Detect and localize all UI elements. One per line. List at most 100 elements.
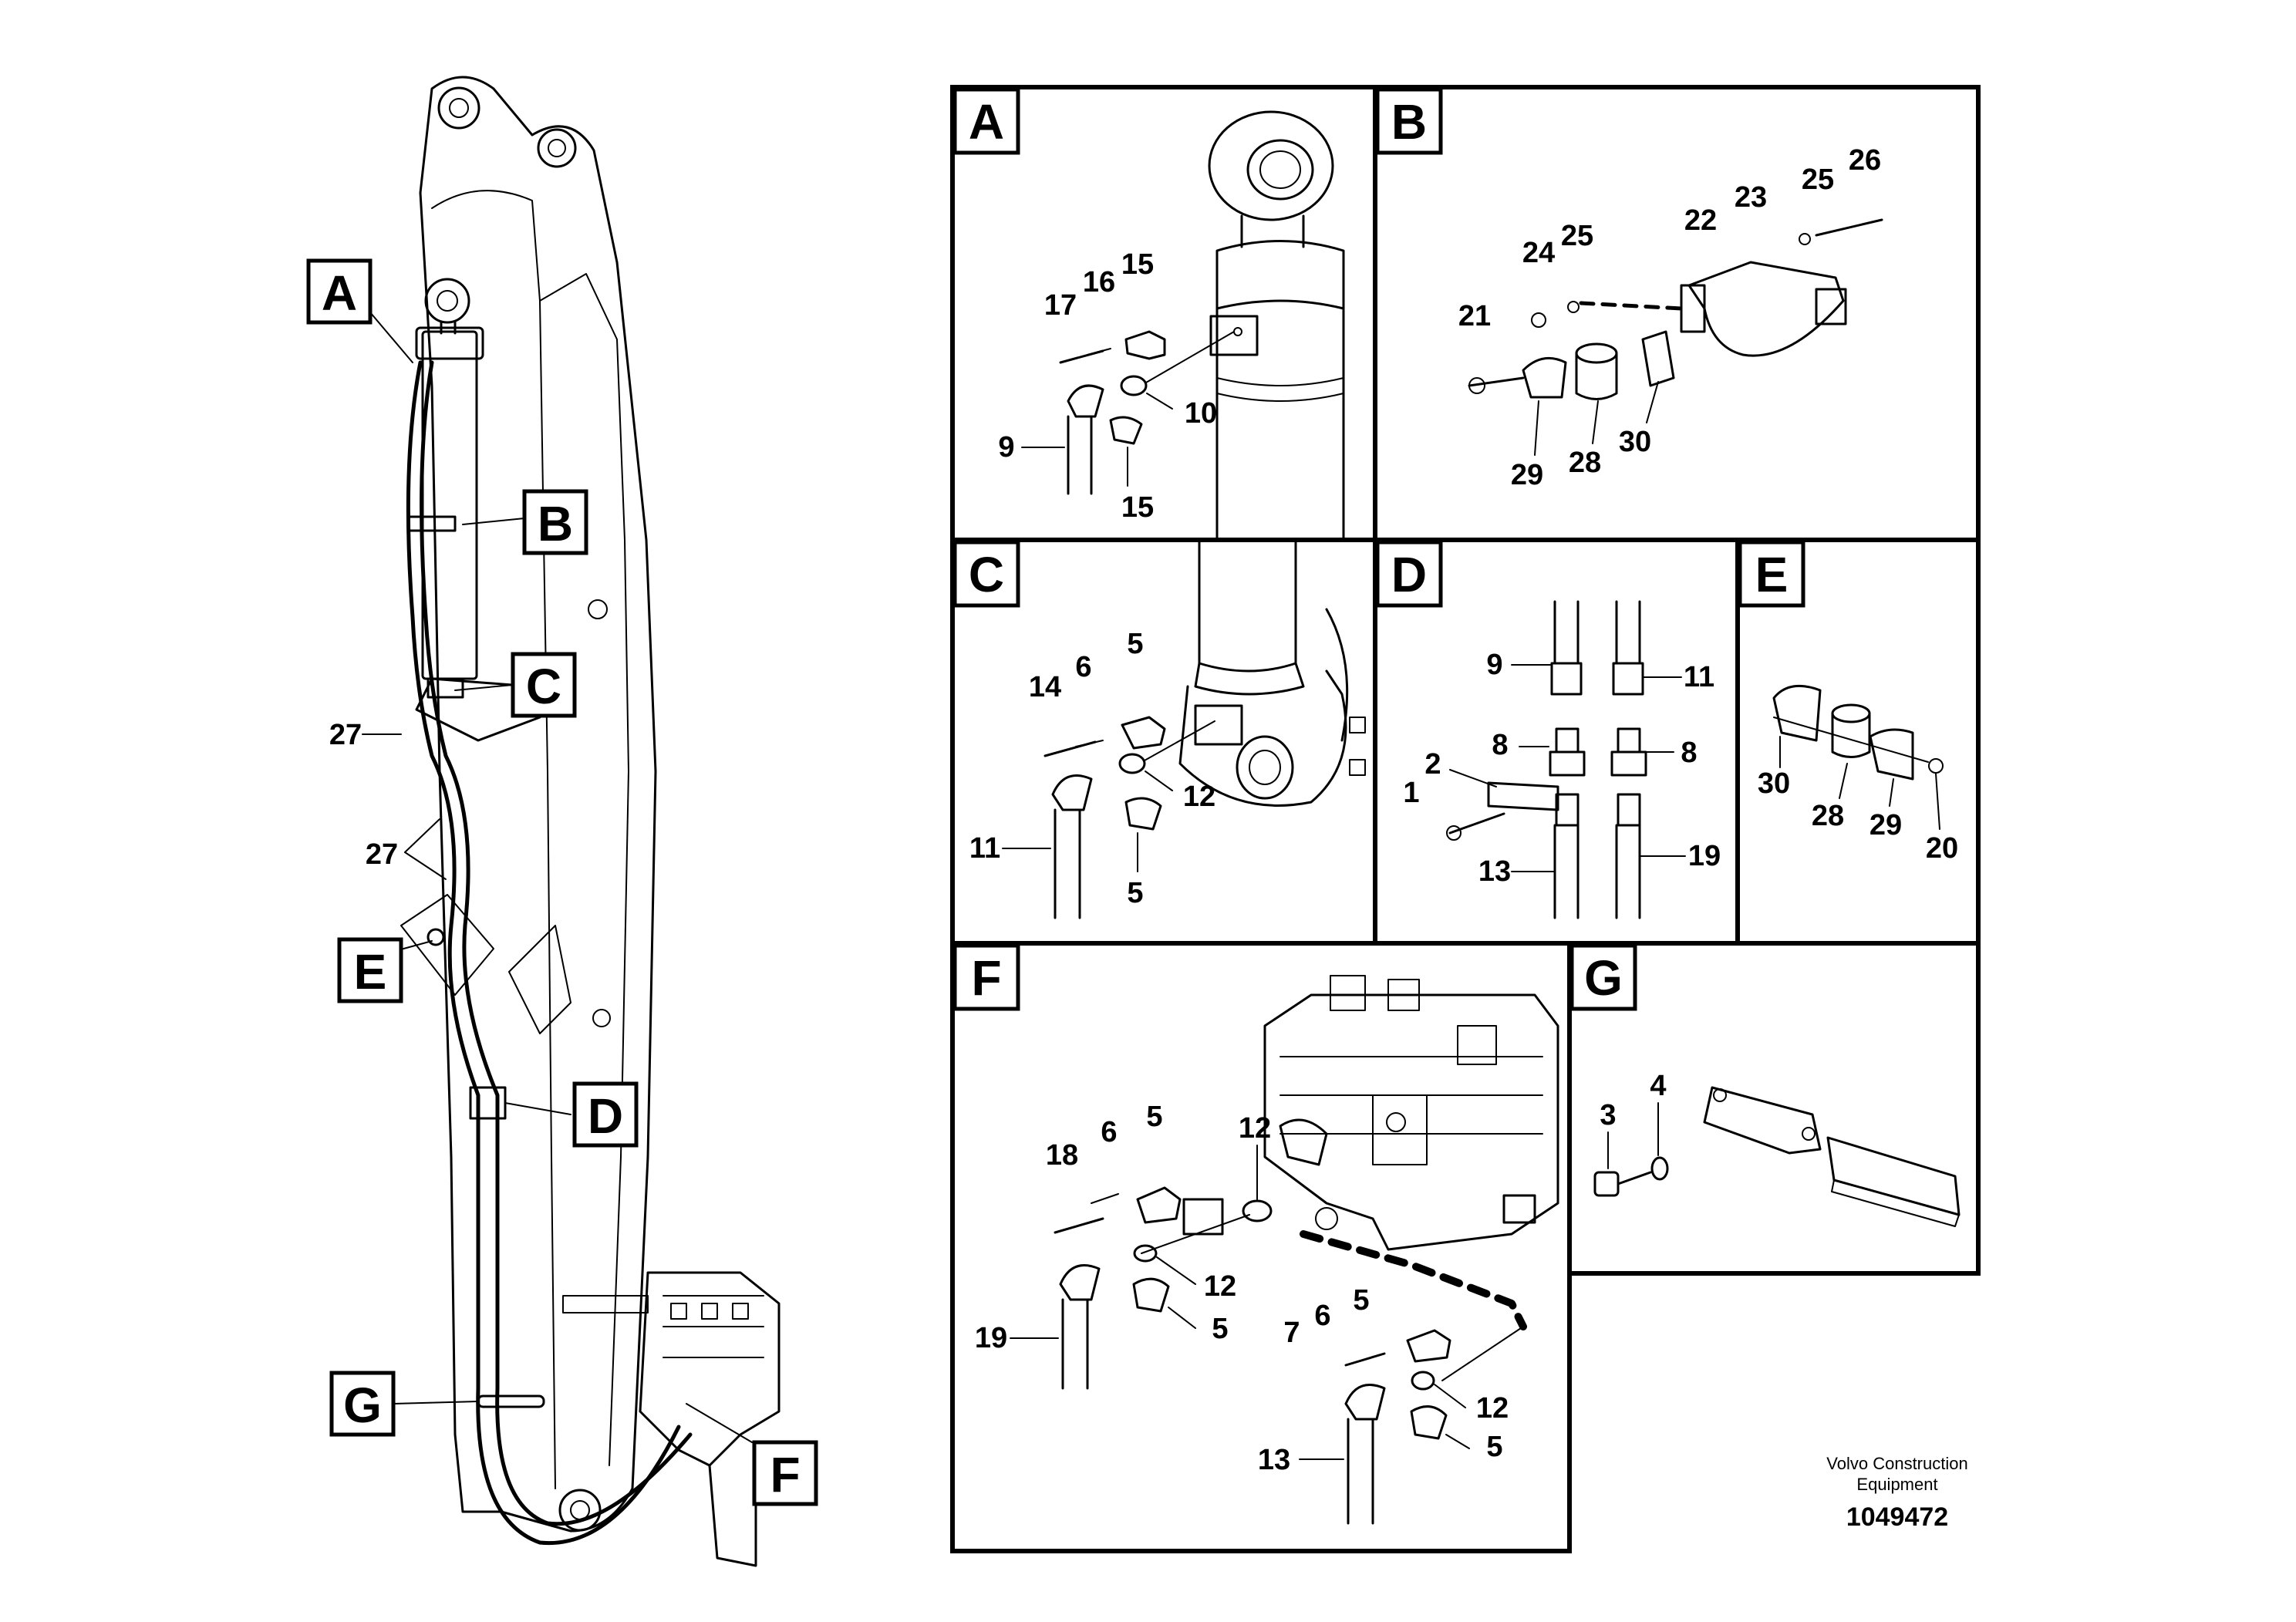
svg-text:15: 15 (1121, 491, 1154, 524)
svg-text:D: D (588, 1088, 623, 1144)
callout-d: D (572, 1081, 639, 1148)
svg-text:29: 29 (1511, 459, 1543, 491)
boom-body (419, 76, 657, 1533)
svg-text:7: 7 (1283, 1317, 1300, 1349)
svg-text:5: 5 (1212, 1313, 1228, 1345)
svg-text:10: 10 (1185, 397, 1217, 430)
svg-text:5: 5 (1146, 1101, 1162, 1133)
svg-text:3: 3 (1600, 1099, 1616, 1131)
svg-text:28: 28 (1569, 447, 1601, 479)
cylinder-head (415, 326, 484, 360)
svg-text:14: 14 (1029, 671, 1061, 703)
svg-text:22: 22 (1684, 204, 1717, 237)
svg-text:12: 12 (1183, 781, 1215, 813)
callout-e: E (337, 937, 403, 1003)
svg-text:23: 23 (1735, 181, 1767, 214)
label-27-top: 27 (329, 719, 362, 751)
svg-text:17: 17 (1044, 289, 1077, 322)
svg-text:20: 20 (1926, 832, 1958, 865)
callout-c: C (511, 652, 577, 718)
svg-text:21: 21 (1458, 300, 1491, 332)
svg-text:12: 12 (1239, 1112, 1271, 1145)
svg-text:5: 5 (1486, 1431, 1502, 1463)
svg-text:6: 6 (1075, 651, 1091, 683)
svg-text:G: G (343, 1378, 382, 1433)
callout-f: F (752, 1440, 818, 1506)
svg-text:E: E (1755, 547, 1789, 602)
svg-text:9: 9 (998, 431, 1014, 464)
svg-text:A: A (322, 265, 357, 321)
svg-text:E: E (354, 944, 387, 1000)
detail-frame (950, 85, 1981, 1553)
svg-text:5: 5 (1353, 1284, 1369, 1317)
svg-text:13: 13 (1478, 855, 1511, 888)
svg-text:D: D (1391, 547, 1427, 602)
callout-b: B (522, 489, 588, 555)
panel-d: D 9 11 8 8 2 1 13 19 (1375, 540, 1721, 919)
svg-text:8: 8 (1681, 737, 1697, 769)
panel-g: G 3 4 (1569, 943, 1961, 1227)
svg-text:12: 12 (1476, 1392, 1509, 1425)
callout-g: G (329, 1371, 396, 1437)
hose-left (406, 360, 681, 1546)
svg-text:4: 4 (1650, 1070, 1666, 1102)
boom-foot-pin (558, 1489, 602, 1532)
label-27-pair: 27 (366, 838, 398, 871)
panel-c: C 14 6 5 12 11 5 (952, 540, 1366, 919)
boom-overview: A B C E D G F 27 27 (306, 76, 818, 1567)
svg-text:C: C (526, 659, 561, 714)
boom-top-web (431, 190, 541, 302)
svg-text:25: 25 (1802, 164, 1834, 196)
svg-text:6: 6 (1101, 1116, 1117, 1148)
svg-text:28: 28 (1812, 800, 1844, 832)
svg-text:12: 12 (1204, 1270, 1236, 1303)
boom-pin-right (537, 128, 577, 168)
control-valve (639, 1271, 781, 1467)
svg-text:29: 29 (1870, 809, 1902, 841)
svg-text:19: 19 (1688, 840, 1721, 872)
svg-text:25: 25 (1561, 220, 1593, 252)
svg-text:B: B (538, 496, 573, 551)
company-name-line2: Equipment (1856, 1475, 1937, 1494)
svg-text:8: 8 (1492, 729, 1508, 761)
svg-text:1: 1 (1403, 777, 1419, 809)
svg-text:26: 26 (1849, 144, 1881, 177)
svg-text:24: 24 (1522, 237, 1555, 269)
svg-text:5: 5 (1127, 628, 1143, 660)
svg-text:F: F (971, 950, 1001, 1006)
svg-text:F: F (770, 1447, 800, 1502)
svg-text:2: 2 (1424, 748, 1441, 781)
svg-text:B: B (1391, 94, 1427, 150)
svg-text:C: C (969, 547, 1004, 602)
boom-center-line (539, 300, 556, 1489)
pin-g (477, 1394, 545, 1408)
drawing-number: 1049472 (1846, 1502, 1948, 1532)
svg-text:11: 11 (969, 832, 1000, 865)
hose-right (420, 360, 693, 1526)
footer: Volvo Construction Equipment 1049472 (1826, 1454, 1967, 1532)
panel-a: A 17 16 15 10 9 15 (952, 87, 1345, 541)
company-name-line1: Volvo Construction (1826, 1454, 1967, 1473)
panel-f: F 18 6 5 12 12 (952, 943, 1559, 1525)
svg-text:18: 18 (1046, 1139, 1078, 1172)
svg-text:15: 15 (1121, 248, 1154, 281)
svg-text:9: 9 (1486, 649, 1502, 681)
svg-text:30: 30 (1758, 767, 1790, 800)
valve-block (1263, 993, 1559, 1251)
boom-pin-left (437, 86, 480, 130)
svg-text:6: 6 (1314, 1300, 1330, 1332)
panel-b: B 24 25 22 23 25 26 21 29 28 30 (1375, 87, 1883, 491)
svg-text:30: 30 (1619, 426, 1651, 458)
panel-e: E 30 28 29 20 (1738, 540, 1958, 865)
svg-text:11: 11 (1684, 661, 1714, 693)
svg-text:13: 13 (1258, 1444, 1290, 1476)
svg-text:5: 5 (1127, 877, 1143, 909)
boom-leaders (362, 312, 753, 1443)
svg-text:A: A (969, 94, 1004, 150)
svg-text:16: 16 (1083, 266, 1115, 298)
cylinder-rod-eye (424, 278, 470, 324)
callout-a: A (306, 258, 373, 325)
svg-text:G: G (1584, 950, 1623, 1006)
boom-inner-edge (539, 273, 629, 1466)
